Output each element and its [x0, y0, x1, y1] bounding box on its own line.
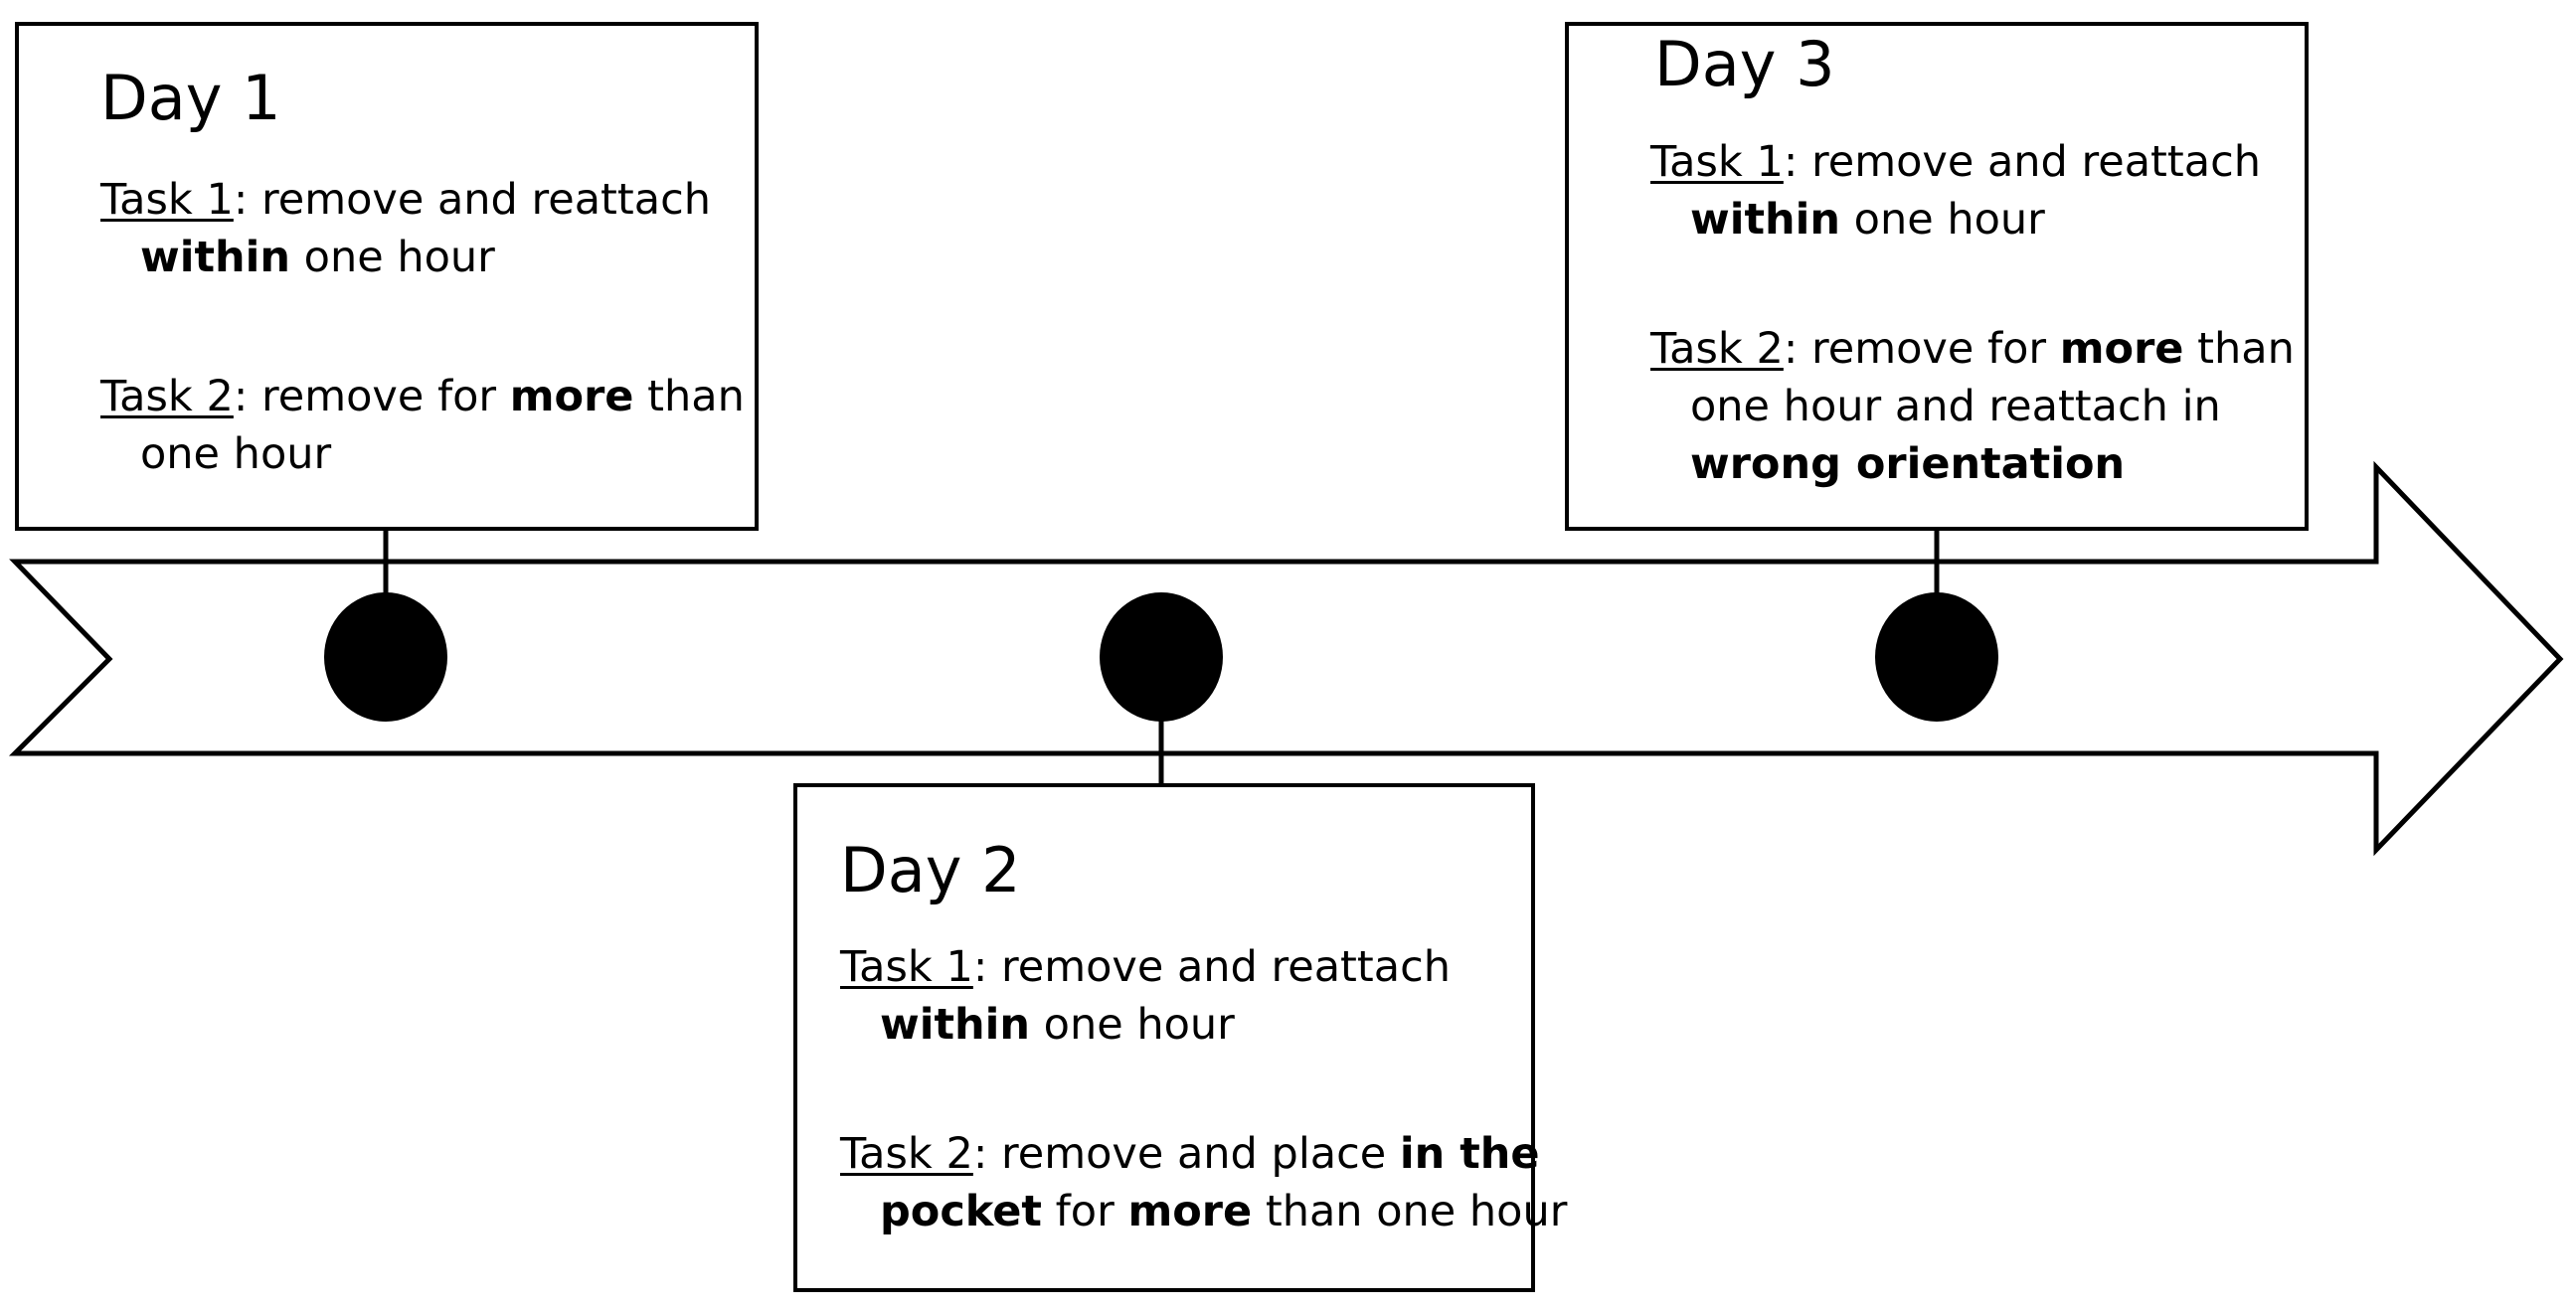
task-line: Task 1: remove and reattach — [100, 171, 711, 229]
emphasis-text: more — [1127, 1187, 1253, 1236]
task-text: remove for more than — [261, 372, 745, 421]
task-line: within one hour — [1690, 195, 2045, 245]
day3-box: Day 3 Task 1: remove and reattach within… — [1565, 22, 2309, 531]
day2-title: Day 2 — [840, 834, 1021, 906]
day2-task2: Task 2: remove and place in the pocket f… — [840, 1125, 1567, 1240]
task-line: one hour and reattach in — [1690, 382, 2221, 431]
day3-task1: Task 1: remove and reattach within one h… — [1650, 133, 2261, 248]
emphasis-text: more — [509, 372, 634, 421]
task-separator: : — [233, 372, 261, 421]
day1-title: Day 1 — [100, 62, 281, 134]
day1-task2: Task 2: remove for more than one hour — [100, 368, 745, 483]
task-text: remove for more than — [1811, 324, 2295, 374]
day1-task1: Task 1: remove and reattach within one h… — [100, 171, 711, 286]
day3-marker — [1875, 592, 1998, 722]
task-line: within one hour — [140, 233, 495, 282]
day1-marker — [324, 592, 447, 722]
task-label: Task 1 — [840, 942, 973, 992]
task-separator: : — [1783, 324, 1811, 374]
task-label: Task 2 — [840, 1129, 973, 1179]
task-label: Task 2 — [1650, 324, 1784, 374]
task-line: wrong orientation — [1650, 435, 2295, 493]
day2-box: Day 2 Task 1: remove and reattach within… — [793, 783, 1567, 1292]
task-text: remove and place in the — [1001, 1129, 1540, 1179]
task-label: Task 2 — [100, 372, 234, 421]
emphasis-text: wrong orientation — [1690, 439, 2126, 489]
task-text: remove and reattach — [261, 175, 712, 225]
task-text: remove and reattach — [1001, 942, 1452, 992]
emphasis-text: pocket — [880, 1187, 1042, 1236]
emphasis-text: more — [2059, 324, 2184, 374]
task-separator: : — [972, 1129, 1001, 1179]
day3-task2: Task 2: remove for more than one hour an… — [1650, 320, 2295, 493]
day2-task1: Task 1: remove and reattach within one h… — [840, 938, 1451, 1054]
task-line: Task 2: remove and place in the — [840, 1125, 1567, 1183]
emphasis-text: within — [880, 1000, 1030, 1050]
emphasis-text: in the — [1399, 1129, 1540, 1179]
day2-marker — [1100, 592, 1223, 722]
day3-title: Day 3 — [1654, 28, 1835, 100]
task-label: Task 1 — [1650, 137, 1784, 187]
task-line: Task 2: remove for more than — [1650, 320, 2295, 378]
task-line: within one hour — [880, 1000, 1235, 1050]
task-text: remove and reattach — [1811, 137, 2262, 187]
task-line: pocket for more than one hour — [880, 1187, 1568, 1236]
task-separator: : — [972, 942, 1001, 992]
task-separator: : — [1783, 137, 1811, 187]
task-separator: : — [233, 175, 261, 225]
timeline-arrow — [8, 460, 2564, 857]
task-line: Task 1: remove and reattach — [1650, 133, 2261, 191]
day1-box: Day 1 Task 1: remove and reattach within… — [15, 22, 759, 531]
task-line: Task 2: remove for more than — [100, 368, 745, 425]
task-line: one hour — [140, 429, 332, 479]
emphasis-text: within — [1690, 195, 1840, 245]
task-label: Task 1 — [100, 175, 234, 225]
emphasis-text: within — [140, 233, 290, 282]
task-line: Task 1: remove and reattach — [840, 938, 1451, 996]
